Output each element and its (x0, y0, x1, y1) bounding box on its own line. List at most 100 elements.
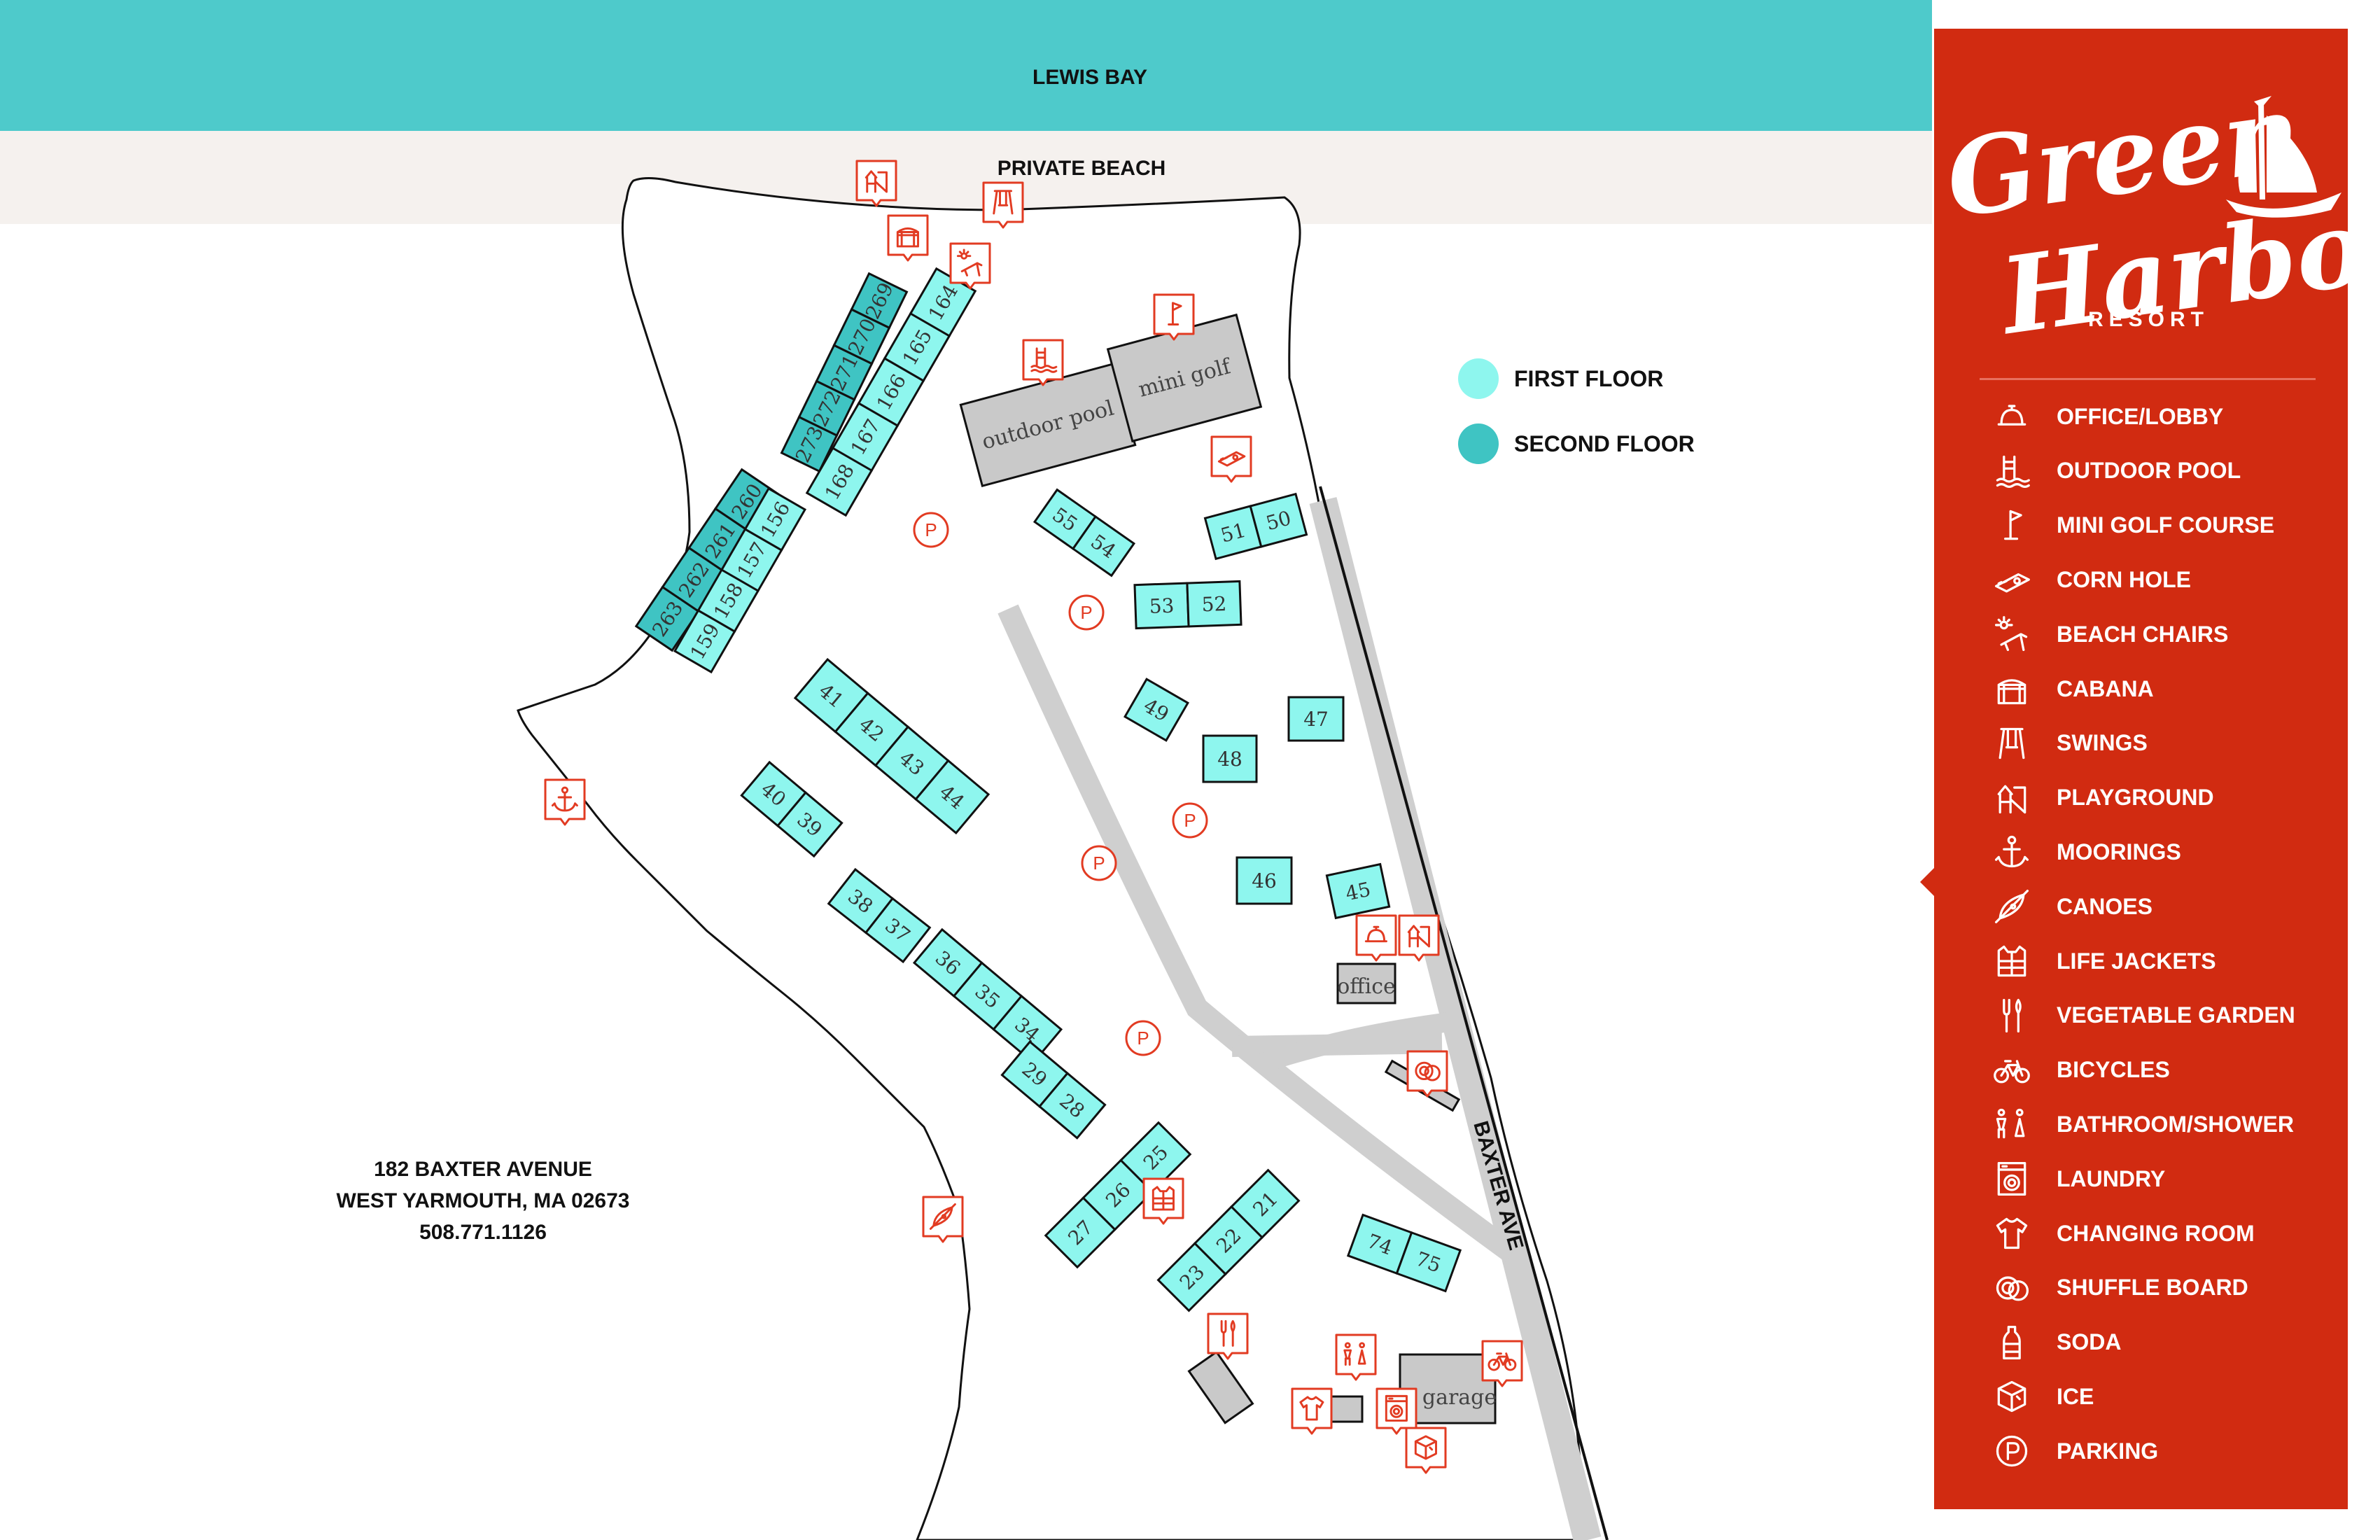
cabana-icon (1988, 668, 2036, 710)
beach-chair-icon[interactable] (949, 242, 991, 290)
pool-icon[interactable] (1022, 339, 1064, 386)
playground-icon[interactable] (855, 160, 897, 207)
room-number: 52 (1201, 592, 1227, 616)
room-unit[interactable]: 269 (850, 272, 909, 330)
bathroom-icon[interactable] (1335, 1334, 1377, 1381)
room-block: 53 52 (1133, 580, 1242, 630)
baxter-ave-road (1309, 497, 1602, 1540)
legend-label: MOORINGS (2057, 839, 2181, 864)
second-floor-label: SECOND FLOOR (1514, 430, 1695, 456)
canoe-icon[interactable] (922, 1196, 964, 1243)
legend-item: OFFICE/LOBBY (1988, 396, 2338, 438)
legend-item: SWINGS (1988, 722, 2338, 764)
room-unit[interactable]: 167 (831, 401, 899, 472)
room-unit[interactable]: 74 (1346, 1213, 1413, 1275)
ice-cube-icon[interactable] (1405, 1427, 1447, 1474)
legend-item: BICYCLES (1988, 1049, 2338, 1091)
room-unit[interactable]: 37 (864, 897, 932, 964)
room-unit[interactable]: 157 (720, 527, 783, 593)
garden-tools-icon[interactable] (1207, 1312, 1249, 1360)
bicycle-icon[interactable] (1481, 1340, 1523, 1387)
legend-item: SODA (1988, 1322, 2338, 1364)
golf-flag-icon[interactable] (1153, 293, 1195, 341)
svg-text:P: P (1137, 1028, 1149, 1049)
anchor-icon (1988, 831, 2036, 873)
room-unit[interactable]: 52 (1186, 580, 1242, 628)
room-unit[interactable]: 54 (1071, 514, 1136, 578)
room-unit[interactable]: 272 (797, 379, 856, 438)
sidebar-pointer (1920, 867, 1935, 897)
cornhole-icon[interactable] (1210, 435, 1252, 483)
room-unit[interactable]: 21 (1230, 1168, 1301, 1239)
swing-icon[interactable] (982, 181, 1024, 229)
room-unit[interactable]: 22 (1193, 1205, 1264, 1276)
garage-label: garage (1422, 1385, 1497, 1410)
legend-label: CABANA (2057, 676, 2154, 701)
room-unit[interactable]: 50 (1249, 492, 1308, 548)
legend-label: SHUFFLE BOARD (2057, 1275, 2248, 1301)
room-unit[interactable]: 26 (1082, 1158, 1154, 1231)
beach-chair-icon (1988, 613, 2036, 655)
washer-icon[interactable] (1376, 1387, 1418, 1435)
address-block: 182 BAXTER AVENUE WEST YARMOUTH, MA 0267… (322, 1154, 644, 1248)
office-building[interactable]: office (1336, 962, 1396, 1004)
sailboat-logo-icon (2226, 96, 2342, 218)
cabana-icon[interactable] (887, 214, 929, 262)
shirt-icon[interactable] (1291, 1387, 1333, 1435)
room-unit[interactable]: 168 (805, 447, 874, 517)
room-unit[interactable]: 53 (1133, 582, 1190, 630)
legend-item: MINI GOLF COURSE (1988, 505, 2338, 547)
room-unit[interactable]: 49 (1124, 678, 1189, 742)
room-unit[interactable]: 35 (952, 961, 1023, 1031)
life-jacket-icon[interactable] (1142, 1177, 1184, 1225)
bathroom-icon (1988, 1103, 2036, 1145)
room-unit[interactable]: 75 (1395, 1231, 1462, 1293)
legend-item: SHUFFLE BOARD (1988, 1267, 2338, 1309)
outdoor-pool-building[interactable]: outdoor pool (959, 362, 1137, 488)
svg-text:P: P (1093, 853, 1105, 874)
bell-icon[interactable] (1355, 914, 1397, 962)
legend-item: MOORINGS (1988, 831, 2338, 873)
room-units: 2732722712702691681671661651642632622612… (634, 267, 1462, 1312)
room-unit[interactable]: 40 (740, 760, 808, 827)
room-unit[interactable]: 44 (914, 759, 990, 835)
amenity-markers (544, 160, 1523, 1474)
room-block: 47 (1287, 696, 1345, 742)
room-unit[interactable]: 47 (1287, 696, 1345, 742)
room-unit[interactable]: 45 (1325, 862, 1391, 920)
room-unit[interactable]: 48 (1202, 734, 1258, 783)
second-floor-swatch (1458, 424, 1499, 464)
room-number: 48 (1217, 748, 1242, 771)
room-unit[interactable]: 156 (743, 486, 807, 552)
room-unit[interactable]: 23 (1156, 1242, 1227, 1312)
room-unit[interactable]: 25 (1119, 1121, 1192, 1194)
anchor-icon[interactable] (544, 778, 586, 826)
shuffleboard-icon[interactable] (1406, 1050, 1448, 1098)
garden-tools-icon (1988, 995, 2036, 1037)
room-unit[interactable]: 270 (832, 307, 891, 365)
room-unit[interactable]: 158 (696, 568, 760, 634)
room-number: 53 (1149, 594, 1175, 618)
room-unit[interactable]: 28 (1037, 1072, 1107, 1140)
floor-key-first: FIRST FLOOR (1458, 358, 1724, 400)
room-unit[interactable]: 39 (776, 791, 844, 858)
room-unit[interactable]: 159 (673, 608, 736, 674)
room-unit[interactable]: 46 (1236, 856, 1293, 905)
room-unit[interactable]: 273 (780, 415, 839, 473)
room-unit[interactable]: 51 (1203, 505, 1263, 561)
address-phone: 508.771.1126 (419, 1221, 547, 1244)
playground-icon[interactable] (1398, 914, 1440, 962)
room-block: 49 (1124, 678, 1189, 742)
room-unit[interactable]: 34 (992, 994, 1063, 1065)
soda-bottle-icon (1988, 1322, 2036, 1364)
room-unit[interactable]: 164 (909, 267, 977, 337)
legend-label: BICYCLES (2057, 1057, 2170, 1083)
room-unit[interactable]: 38 (827, 867, 895, 934)
